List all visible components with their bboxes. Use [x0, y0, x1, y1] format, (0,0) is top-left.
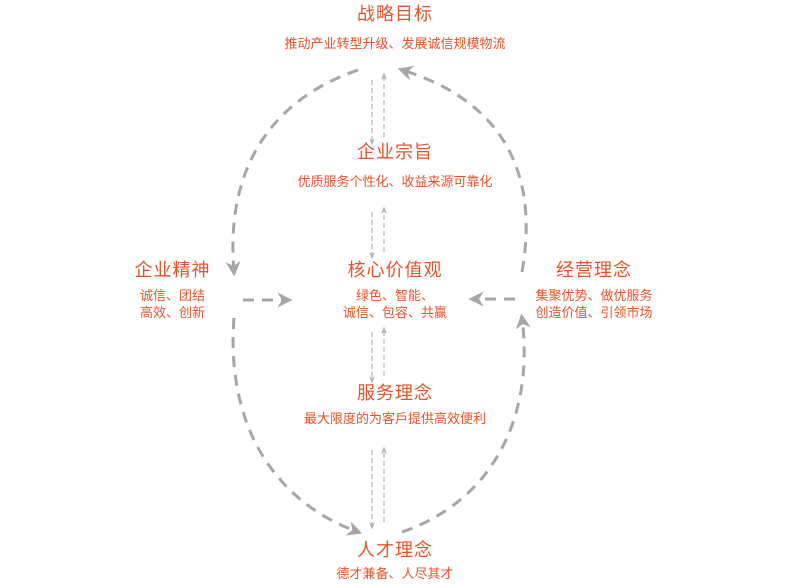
enterprise-spirit-desc-line2: 高效、创新	[139, 306, 205, 321]
service-philosophy-desc: 最大限度的为客戶提供高效便利	[303, 412, 486, 427]
enterprise-purpose-node: 企业宗旨 优质服务个性化、收益来源可靠化	[245, 142, 545, 191]
arrow-talent-to-business	[401, 313, 531, 534]
business-philosophy-desc-line2: 创造价值、引领市场	[535, 306, 653, 321]
strategic-goal-node: 战略目标 推动产业转型升级、发展诚信规模物流	[245, 4, 545, 53]
core-values-node: 核心价值观 绿色、智能、 诚信、包容、共赢	[270, 260, 520, 322]
arrow-spirit-to-talent	[231, 317, 363, 536]
service-philosophy-node: 服务理念 最大限度的为客戶提供高效便利	[245, 383, 545, 428]
enterprise-spirit-node: 企业精神 诚信、团结 高效、创新	[100, 260, 245, 322]
enterprise-purpose-desc: 优质服务个性化、收益来源可靠化	[297, 175, 493, 190]
strategic-goal-title: 战略目标	[357, 4, 433, 25]
core-values-desc-line1: 绿色、智能、	[355, 289, 434, 304]
talent-philosophy-desc: 德才兼备、人尽其才	[336, 567, 454, 582]
talent-philosophy-title: 人才理念	[357, 540, 433, 561]
enterprise-purpose-title: 企业宗旨	[357, 142, 433, 163]
business-philosophy-desc-line1: 集聚优势、做优服务	[535, 289, 653, 304]
enterprise-spirit-title: 企业精神	[134, 260, 211, 281]
business-philosophy-title: 经营理念	[556, 260, 632, 281]
strategic-goal-desc: 推动产业转型升级、发展诚信规模物流	[284, 37, 506, 52]
core-values-title: 核心价值观	[347, 260, 443, 281]
talent-philosophy-node: 人才理念 德才兼备、人尽其才	[270, 540, 520, 583]
service-philosophy-title: 服务理念	[357, 383, 433, 404]
business-philosophy-node: 经营理念 集聚优势、做优服务 创造价值、引领市场	[514, 260, 674, 322]
core-values-desc-line2: 诚信、包容、共赢	[342, 306, 447, 321]
enterprise-spirit-desc-line1: 诚信、团结	[139, 289, 205, 304]
